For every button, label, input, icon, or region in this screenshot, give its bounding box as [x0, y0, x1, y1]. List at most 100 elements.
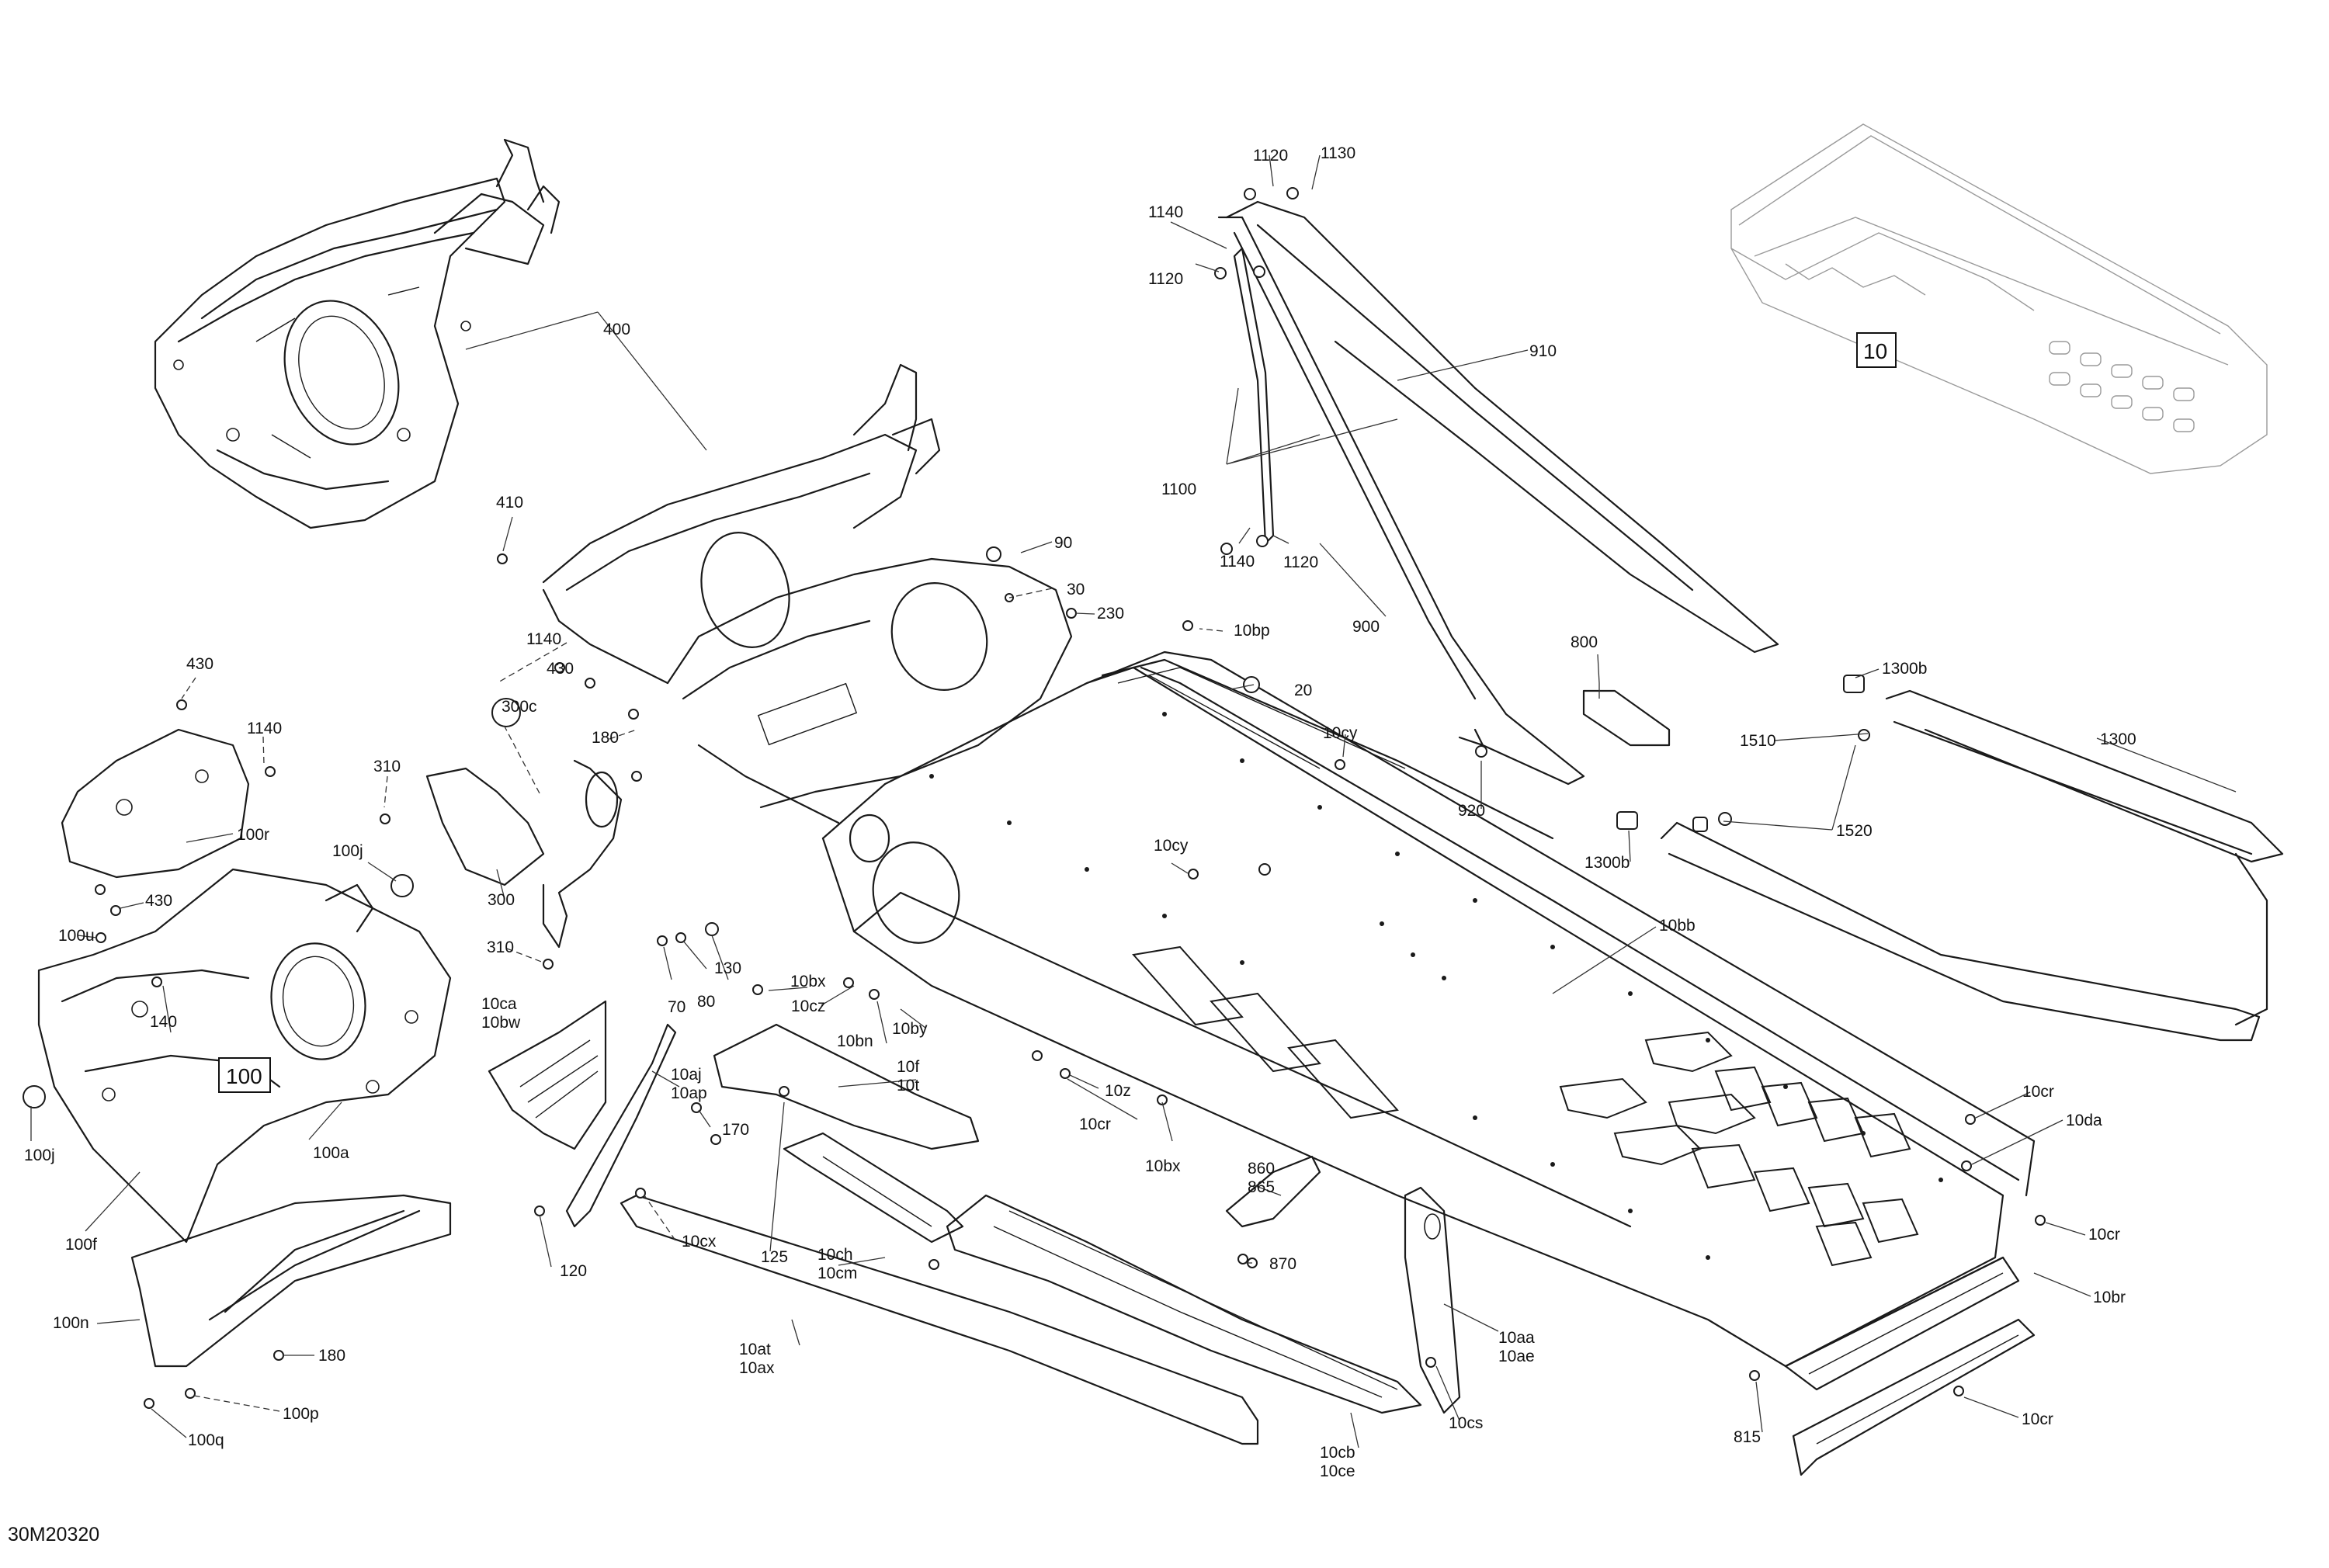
callout-1140: 1140	[526, 630, 561, 648]
callout-20: 20	[1294, 682, 1312, 699]
callout-10cr: 10cr	[2088, 1226, 2120, 1244]
callout-1300b: 1300b	[1584, 854, 1630, 872]
callout-865: 865	[1248, 1178, 1275, 1196]
callout-310: 310	[487, 938, 514, 956]
callout-300: 300	[488, 891, 515, 909]
document-id: 30M20320	[8, 1524, 99, 1545]
callout-100a: 100a	[313, 1144, 349, 1162]
callout-10bp: 10bp	[1234, 622, 1270, 640]
callout-10cs: 10cs	[1449, 1414, 1483, 1432]
strip-10at	[620, 1194, 1259, 1445]
callout-100r: 100r	[237, 826, 269, 844]
footrest-10cb	[946, 1194, 1422, 1414]
bracket-800	[1582, 689, 1671, 747]
callout-10ca: 10ca	[481, 995, 517, 1013]
callout-1130: 1130	[1321, 144, 1355, 162]
callout-410: 410	[496, 494, 523, 512]
callout-870: 870	[1269, 1255, 1296, 1273]
callout-10bb: 10bb	[1659, 917, 1696, 935]
callout-1140: 1140	[1220, 553, 1255, 571]
callout-10by: 10by	[892, 1020, 928, 1038]
callout-10cr: 10cr	[1079, 1115, 1111, 1133]
callout-labels: 1120 1130 1140 1120 910 400 1100 1140 11…	[24, 144, 2136, 1480]
callout-10cy: 10cy	[1154, 837, 1189, 855]
callout-10cb: 10cb	[1320, 1444, 1355, 1462]
callout-1120: 1120	[1148, 270, 1183, 288]
callout-10cr: 10cr	[2022, 1410, 2053, 1428]
callout-10z: 10z	[1105, 1082, 1131, 1100]
callout-10bx: 10bx	[790, 973, 826, 990]
callout-120: 120	[560, 1262, 587, 1280]
callout-140: 140	[150, 1013, 177, 1031]
guard-10f	[713, 1023, 980, 1150]
callout-1140: 1140	[1148, 203, 1183, 221]
callout-1520: 1520	[1836, 822, 1873, 840]
callout-1120: 1120	[1283, 553, 1318, 571]
callout-100f: 100f	[65, 1236, 97, 1254]
callout-310: 310	[373, 758, 401, 775]
tie-rod-900	[1217, 216, 1585, 786]
callout-100j: 100j	[24, 1147, 55, 1164]
callout-100j: 100j	[332, 842, 363, 860]
rear-bumper-1300	[1660, 689, 2284, 1042]
callout-10ae: 10ae	[1498, 1348, 1535, 1365]
callout-10t: 10t	[897, 1077, 919, 1094]
main-frame-box-label: 10	[1863, 339, 1887, 363]
callout-70: 70	[668, 998, 686, 1016]
callout-430: 430	[186, 655, 213, 673]
strut-1100	[1233, 247, 1275, 545]
footrest-10ch	[783, 1132, 964, 1244]
callout-10bn: 10bn	[837, 1032, 873, 1050]
callout-1510: 1510	[1740, 732, 1776, 750]
plate-10br-lower	[1792, 1318, 2036, 1476]
callout-10aa: 10aa	[1498, 1329, 1535, 1347]
callout-30: 30	[1067, 581, 1085, 598]
callout-170: 170	[722, 1121, 749, 1139]
main-frame-tunnel	[666, 557, 2036, 1368]
leader-lines	[30, 154, 2237, 1448]
callout-1100: 1100	[1161, 480, 1196, 498]
callout-10cr: 10cr	[2022, 1083, 2054, 1101]
callout-300c: 300c	[502, 698, 537, 716]
upper-column-assembly-installed	[542, 363, 941, 685]
callout-1140: 1140	[247, 720, 282, 737]
callout-10bx: 10bx	[1145, 1157, 1181, 1175]
rail-strip	[1101, 658, 1554, 840]
callout-910: 910	[1529, 342, 1557, 360]
callout-100n: 100n	[53, 1314, 89, 1332]
callout-10aj: 10aj	[671, 1066, 702, 1084]
callout-800: 800	[1571, 633, 1598, 651]
callout-10ch: 10ch	[817, 1246, 853, 1264]
bracket-100n	[130, 1194, 452, 1368]
reference-thumbnail-main-frame	[1730, 123, 2268, 474]
front-module-100	[37, 868, 452, 1244]
grille-10ca	[488, 1000, 607, 1150]
plate-10br-upper	[1784, 1256, 2020, 1391]
callout-10cx: 10cx	[682, 1233, 717, 1251]
strip-10aj	[565, 1023, 677, 1228]
callout-10bw: 10bw	[481, 1014, 521, 1032]
callout-860: 860	[1248, 1160, 1275, 1178]
callout-10ce: 10ce	[1320, 1462, 1355, 1480]
callout-100p: 100p	[283, 1405, 319, 1423]
callout-10ap: 10ap	[671, 1084, 707, 1102]
callout-430: 430	[547, 660, 574, 678]
callout-80: 80	[697, 993, 715, 1011]
callout-1120: 1120	[1253, 147, 1288, 165]
tie-rod-910	[1225, 200, 1779, 654]
callout-100q: 100q	[188, 1431, 224, 1449]
callout-10da: 10da	[2066, 1112, 2102, 1129]
front-module-box-label: 100	[226, 1064, 262, 1088]
callout-920: 920	[1458, 802, 1485, 820]
front-module-box-callout	[218, 1057, 271, 1093]
block-860	[1225, 1155, 1321, 1228]
callout-10cy: 10cy	[1323, 724, 1358, 742]
callout-815: 815	[1734, 1428, 1761, 1446]
callout-130: 130	[714, 959, 741, 977]
callout-400: 400	[603, 321, 630, 338]
steering-support-300	[425, 759, 623, 949]
callout-10cm: 10cm	[817, 1264, 857, 1282]
callout-1300: 1300	[2100, 730, 2136, 748]
callout-430: 430	[145, 892, 172, 910]
